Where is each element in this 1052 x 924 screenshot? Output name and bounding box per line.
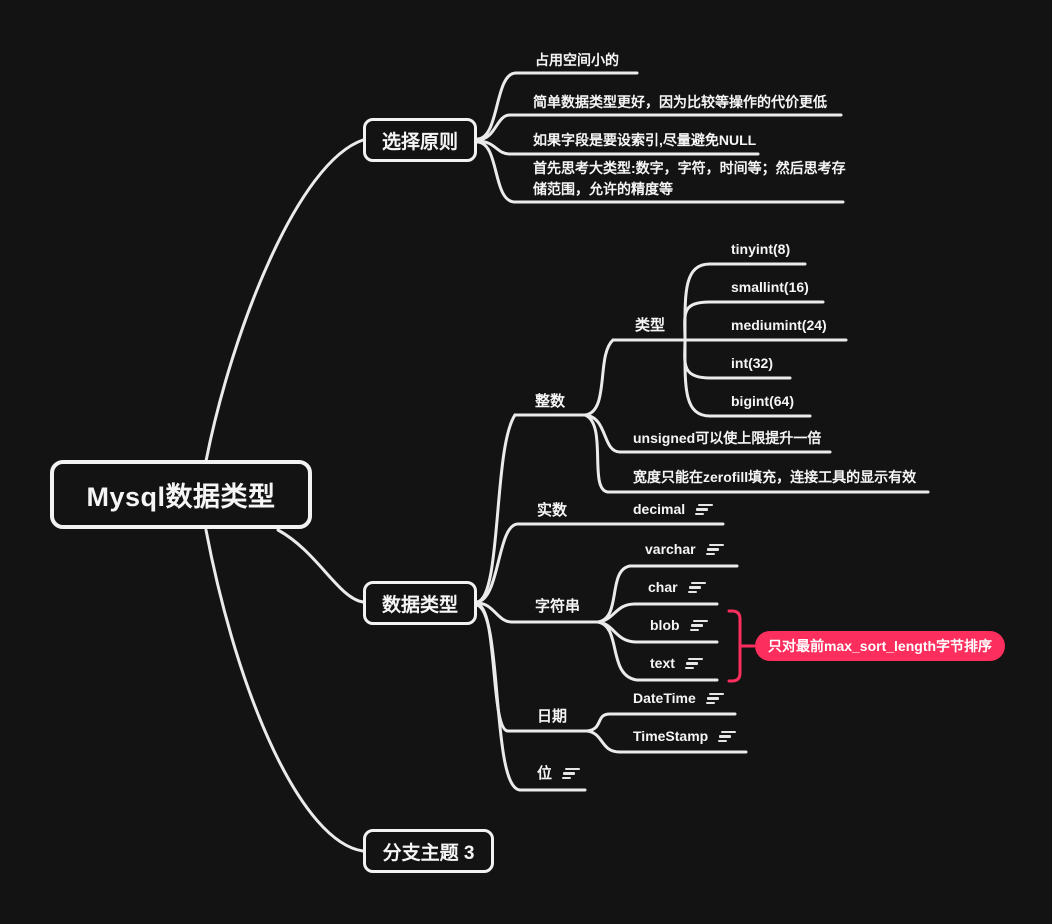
topic-real-number[interactable]: 实数 [537, 502, 568, 519]
topic-small-space[interactable]: 占用空间小的 [535, 52, 619, 68]
topic-bigint[interactable]: bigint(64) [731, 393, 794, 409]
topic-label: TimeStamp [633, 728, 709, 744]
topic-label: blob [650, 617, 680, 633]
topic-label: decimal [633, 501, 686, 517]
topic-int[interactable]: int(32) [731, 355, 773, 371]
topic-branch-3[interactable]: 分支主题 3 [363, 829, 494, 873]
topic-zerofill-note[interactable]: 宽度只能在zerofill填充，连接工具的显示有效 [633, 469, 917, 485]
notes-icon[interactable] [689, 619, 708, 633]
topic-mediumint[interactable]: mediumint(24) [731, 317, 827, 333]
topic-string[interactable]: 字符串 [535, 598, 581, 615]
topic-label: 位 [537, 765, 553, 782]
notes-icon[interactable] [695, 503, 714, 517]
topic-avoid-null[interactable]: 如果字段是要设索引,尽量避免NULL [533, 132, 757, 148]
topic-data-types[interactable]: 数据类型 [363, 581, 477, 625]
topic-decimal[interactable]: decimal [633, 500, 714, 519]
topic-label: 分支主题 3 [382, 842, 475, 864]
topic-blob[interactable]: blob [650, 616, 708, 635]
topic-selection-principles[interactable]: 选择原则 [363, 118, 477, 162]
notes-icon[interactable] [687, 581, 706, 595]
topic-varchar[interactable]: varchar [645, 540, 724, 559]
topic-char[interactable]: char [648, 578, 706, 597]
notes-icon[interactable] [705, 543, 724, 557]
notes-icon[interactable] [684, 657, 703, 671]
notes-icon[interactable] [705, 692, 724, 706]
topic-label: 数据类型 [381, 594, 458, 616]
topic-label: 选择原则 [381, 131, 458, 153]
topic-label: text [650, 655, 675, 671]
topic-integer[interactable]: 整数 [535, 393, 566, 410]
notes-icon[interactable] [718, 730, 737, 744]
topic-date[interactable]: 日期 [537, 708, 568, 725]
topic-text[interactable]: text [650, 654, 703, 673]
topic-smallint[interactable]: smallint(16) [731, 279, 809, 295]
topic-unsigned-note[interactable]: unsigned可以使上限提升一倍 [633, 430, 822, 446]
topic-label: varchar [645, 541, 696, 557]
notes-icon[interactable] [562, 767, 581, 781]
topic-timestamp[interactable]: TimeStamp [633, 727, 737, 746]
root-topic-mysql-data-types[interactable]: Mysql数据类型 [50, 460, 312, 529]
root-topic-label: Mysql数据类型 [86, 482, 276, 512]
topic-label: DateTime [633, 690, 696, 706]
topic-simple-types-better[interactable]: 简单数据类型更好，因为比较等操作的代价更低 [533, 94, 827, 110]
topic-bit[interactable]: 位 [537, 764, 581, 783]
topic-tinyint[interactable]: tinyint(8) [731, 241, 791, 257]
topic-think-big-type-first[interactable]: 首先思考大类型:数字，字符，时间等；然后思考存储范围，允许的精度等 [533, 160, 846, 197]
topic-label: char [648, 579, 678, 595]
summary-callout-max-sort-length[interactable]: 只对最前max_sort_length字节排序 [755, 631, 1006, 661]
summary-bracket [727, 609, 756, 683]
topic-integer-types[interactable]: 类型 [635, 317, 666, 334]
topic-datetime[interactable]: DateTime [633, 689, 724, 708]
